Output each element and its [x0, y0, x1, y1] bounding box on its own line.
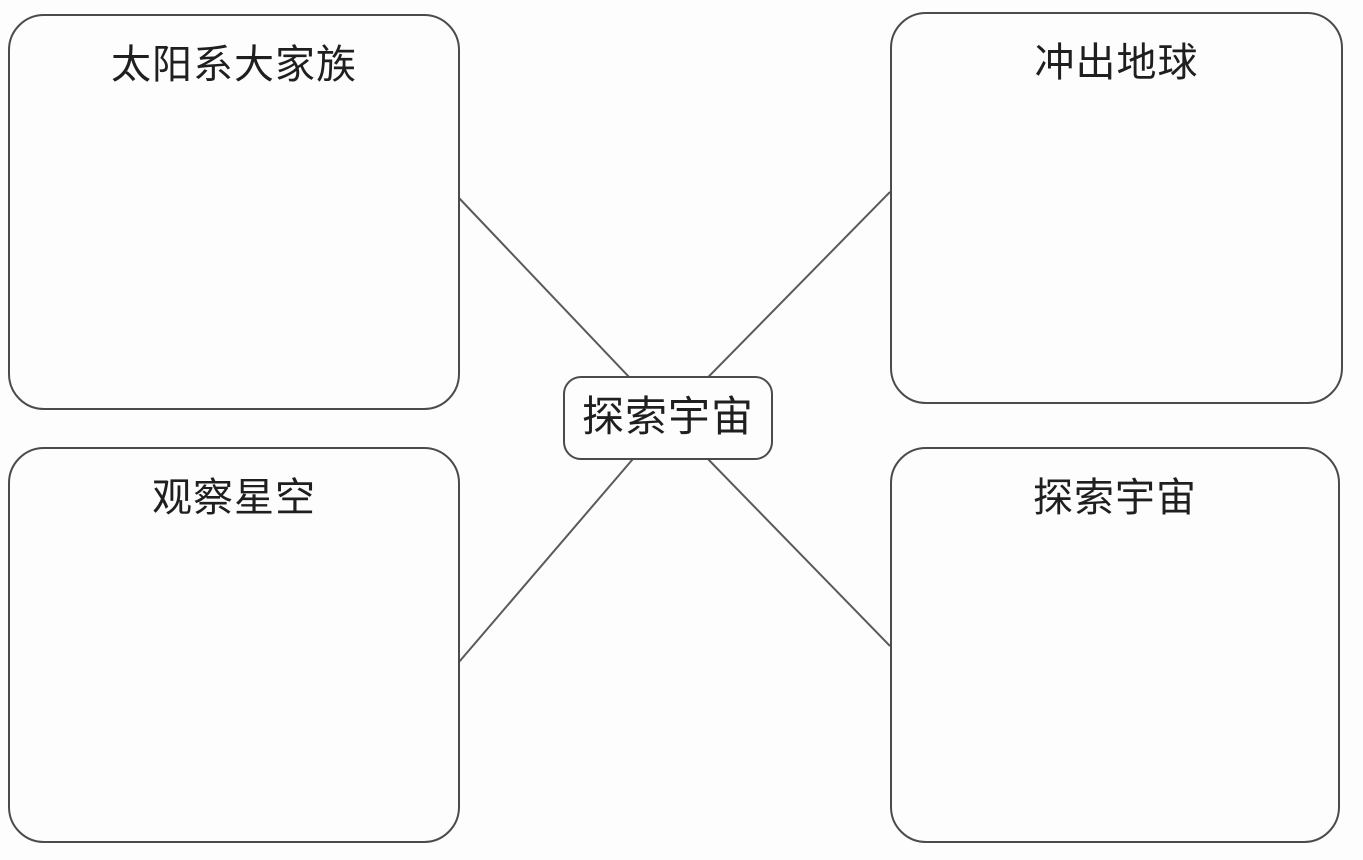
branch-node-label: 探索宇宙 [1033, 475, 1197, 520]
central-topic-label: 探索宇宙 [581, 395, 754, 441]
branch-node-label: 观察星空 [152, 475, 316, 520]
central-topic-node[interactable]: 探索宇宙 [563, 376, 773, 460]
branch-node-observing-starry-sky[interactable]: 观察星空 [8, 447, 460, 843]
branch-node-label: 冲出地球 [1034, 40, 1199, 85]
branch-node-breaking-out-of-earth[interactable]: 冲出地球 [890, 12, 1343, 404]
branch-node-exploring-universe[interactable]: 探索宇宙 [890, 447, 1340, 843]
branch-node-label: 太阳系大家族 [111, 42, 357, 87]
branch-node-solar-system-family[interactable]: 太阳系大家族 [8, 14, 460, 410]
